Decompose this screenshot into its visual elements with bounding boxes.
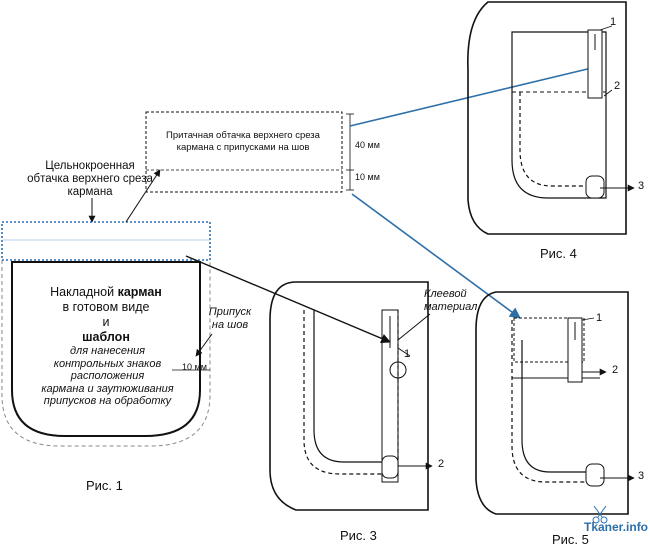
pocket-title-line4: шаблон — [82, 330, 130, 344]
fig4-marker-3: 3 — [638, 180, 645, 192]
pocket-desc-line1: для нанесения — [69, 345, 146, 357]
garment-panel-fig4 — [467, 1, 627, 235]
figure4-group — [467, 1, 635, 235]
pocket-desc-line4: кармана и заутюживания — [41, 382, 174, 395]
pocket-allowance-outline — [1, 260, 211, 447]
attached-facing-rect — [145, 111, 343, 193]
allowance-label: Припуск на шов — [200, 306, 260, 332]
pocket-title-line1: Накладной карман — [22, 285, 190, 300]
dim-bottom-label: 10 мм — [355, 172, 380, 182]
attached-facing-fig5 — [513, 317, 585, 363]
attached-facing-text: Притачная обтачка верхнего среза кармана… — [148, 130, 338, 154]
garment-panel-fig3 — [269, 281, 429, 511]
pocket-placement-fig4 — [511, 31, 607, 199]
one-piece-facing-line2: обтачка верхнего среза — [27, 173, 153, 185]
pocket-desc-line5: припусков на обработку — [43, 395, 172, 407]
pocket-title-pre: Накладной — [50, 285, 118, 299]
fig1-to-fig3-arrow — [185, 255, 391, 344]
blue-arrow-to-fig5 — [351, 193, 521, 319]
glue-strip-fig3 — [381, 309, 399, 483]
glue-label-line1: Клеевой — [424, 288, 467, 300]
glue-label-line2: материал — [424, 301, 478, 313]
fig4-marker-1: 1 — [610, 16, 617, 28]
fig5-marker-3: 3 — [638, 470, 645, 482]
detail-circle-fig3 — [389, 361, 407, 379]
one-piece-facing-line3: кармана — [67, 186, 113, 198]
attached-facing-line2: кармана с припусками на шов — [176, 142, 310, 153]
pocket-title-line2: в готовом виде — [62, 300, 150, 314]
garment-panel-fig5 — [475, 291, 629, 515]
allowance-label-line1: Припуск — [208, 306, 252, 318]
allowance-value: 10 мм — [182, 362, 207, 372]
detail-to-fig1-arrow — [125, 169, 161, 223]
pocket-title: Накладной карман в готовом виде и шаблон — [22, 285, 190, 345]
pocket-title-line3: и — [102, 315, 110, 329]
fig4-caption: Рис. 4 — [540, 246, 577, 261]
fig5-marker-2: 2 — [612, 364, 619, 376]
pocket-title-bold: карман — [117, 285, 162, 299]
fig1-caption: Рис. 1 — [86, 478, 123, 493]
watermark: Tkaner.info — [584, 520, 649, 534]
pocket-desc-line2: контрольных знаков — [53, 357, 162, 370]
finished-pocket-outline — [11, 261, 201, 437]
blue-arrow-to-fig4 — [349, 62, 602, 127]
dim-top-label: 40 мм — [355, 140, 380, 150]
one-piece-facing-strip — [1, 221, 211, 261]
fig5-caption: Рис. 5 — [552, 532, 589, 547]
figure3-group — [269, 281, 433, 511]
fig3-marker-1: 1 — [404, 348, 411, 360]
allowance-arrow — [195, 333, 213, 357]
one-piece-facing-line1: Цельнокроенная — [45, 160, 135, 172]
scissors-icon — [592, 505, 608, 524]
figure1-group — [1, 198, 213, 447]
glue-material-label: Клеевой материал — [424, 288, 477, 314]
allowance-label-line2: на шов — [211, 319, 249, 331]
attached-facing-line1: Притачная обтачка верхнего среза — [166, 130, 320, 141]
figure5-group — [475, 291, 635, 515]
fig3-marker-2: 2 — [438, 458, 445, 470]
fig4-marker-2: 2 — [614, 80, 621, 92]
glue-leader — [397, 313, 431, 341]
pocket-placement-fig5 — [511, 320, 600, 483]
fig3-caption: Рис. 3 — [340, 528, 377, 543]
pocket-desc-line3: расположения — [70, 370, 145, 382]
fig5-marker-1: 1 — [596, 312, 603, 324]
one-piece-facing-label: Цельнокроенная обтачка верхнего среза ка… — [20, 160, 160, 199]
facing-detail-group — [125, 111, 354, 223]
pocket-description: для нанесения контрольных знаков располо… — [20, 345, 195, 408]
